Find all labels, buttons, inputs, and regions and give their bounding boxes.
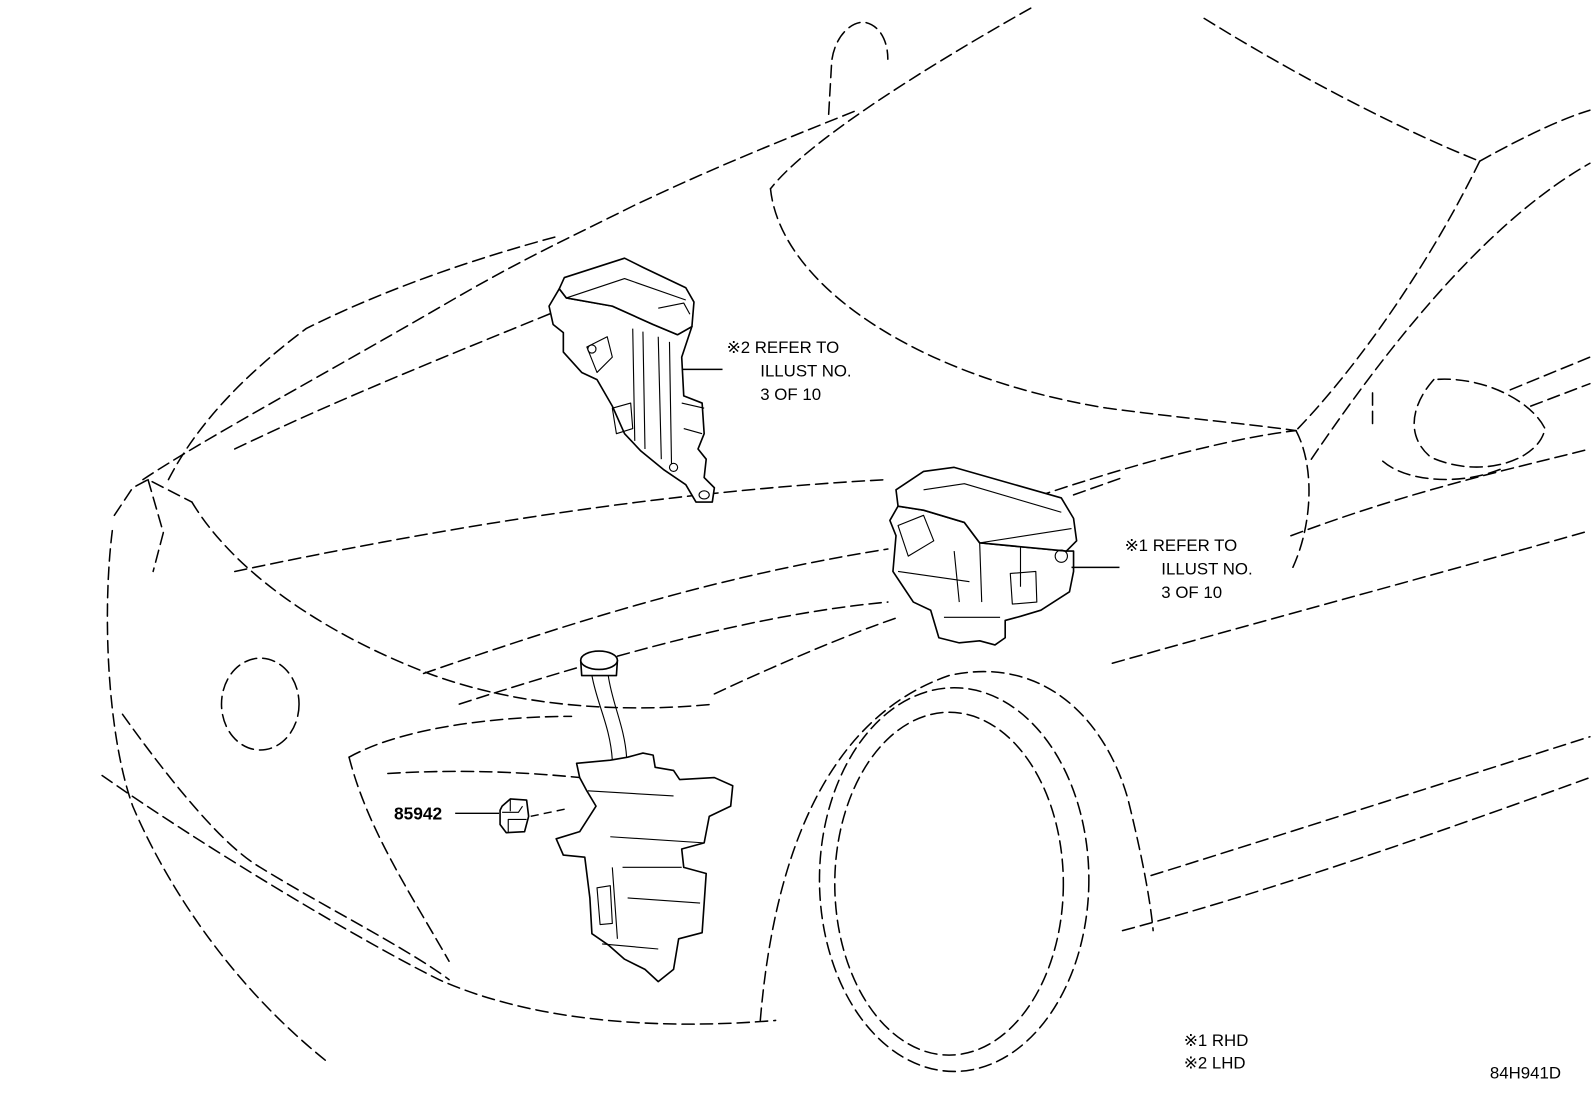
fuse-box-lhd-bracket xyxy=(586,336,705,435)
fuse-box-lhd-ribs xyxy=(632,328,673,465)
belt-line xyxy=(1111,529,1591,665)
fender-arch-outer xyxy=(759,670,1154,1022)
headlight-left-lower xyxy=(147,478,165,573)
fog-light-outline xyxy=(220,657,300,751)
legend-note-lhd: ※2 LHD xyxy=(1184,1053,1246,1072)
lower-bumper-line xyxy=(101,774,777,1025)
fuse-box-lhd-bolt-hole xyxy=(668,462,679,472)
fender-shoulder-line xyxy=(1290,448,1591,537)
front-bumper-edge xyxy=(106,529,328,1063)
hood-seam-lower xyxy=(458,601,889,705)
headlight-inner-line xyxy=(387,770,654,787)
windshield-bottom-edge xyxy=(769,188,1297,432)
callout-lhd-line2: ILLUST NO. xyxy=(760,362,851,381)
tire-inner xyxy=(834,711,1065,1056)
rocker-line xyxy=(1121,776,1591,932)
hood-fender-seam xyxy=(713,616,899,695)
part-number-label: 85942 xyxy=(394,803,442,823)
tire-outer xyxy=(818,687,1090,1073)
fuse-box-rhd xyxy=(889,466,1078,646)
hood-front-edge xyxy=(191,501,716,709)
side-skirt-line xyxy=(1150,735,1591,877)
vehicle-outline xyxy=(101,7,1591,1073)
a-pillar-right xyxy=(1295,160,1481,432)
callout-lhd: ※2 REFER TO ILLUST NO. 3 OF 10 xyxy=(727,338,852,404)
fender-top-line xyxy=(1019,429,1297,503)
roof-right-line xyxy=(1478,109,1591,162)
leader-line-85942-to-tank xyxy=(530,807,570,818)
part-85942-connector xyxy=(499,798,530,834)
hood-rear-line xyxy=(233,310,557,450)
grille-side-line xyxy=(121,713,450,981)
fuse-box-rhd-connector xyxy=(897,514,1038,618)
washer-tank-neck xyxy=(591,675,628,761)
callout-lhd-line3: 3 OF 10 xyxy=(760,385,821,404)
callout-lhd-line1: ※2 REFER TO xyxy=(727,338,840,357)
headlight-top-line xyxy=(348,715,573,758)
left-mirror-outline xyxy=(827,21,889,116)
hood-fender-join xyxy=(1072,476,1124,496)
headlight-lower-line xyxy=(348,756,450,963)
fuse-box-rhd-lid xyxy=(895,466,1078,552)
fuse-box-lhd xyxy=(548,257,716,503)
right-mirror-base xyxy=(1381,460,1501,481)
fuse-box-lhd-ridge xyxy=(566,278,691,315)
hood-top-edge xyxy=(142,109,858,481)
windshield-left-edge xyxy=(769,7,1032,190)
side-window-line-lower xyxy=(1529,382,1591,407)
side-window-line xyxy=(1509,356,1591,391)
fuse-box-lhd-lid xyxy=(558,257,695,336)
fuse-box-rhd-ridge xyxy=(923,483,1072,544)
hood-upper-line xyxy=(167,235,557,481)
fuse-box-lhd-mount-hole xyxy=(698,490,710,500)
callout-rhd-line3: 3 OF 10 xyxy=(1161,583,1222,602)
legend-note-rhd: ※1 RHD xyxy=(1184,1031,1249,1050)
right-mirror-outline xyxy=(1413,378,1546,468)
washer-tank xyxy=(555,650,734,983)
connector-details xyxy=(502,798,527,833)
fuse-box-rhd-clip xyxy=(1054,549,1068,563)
hood-seam-upper xyxy=(422,548,889,675)
roof-edge-line xyxy=(1203,17,1481,162)
a-pillar-inner xyxy=(1310,162,1591,460)
illustration-code: 84H941D xyxy=(1490,1064,1561,1083)
legend: ※1 RHD ※2 LHD xyxy=(1184,1031,1249,1072)
hood-mid-line xyxy=(233,478,889,573)
callout-rhd: ※1 REFER TO ILLUST NO. 3 OF 10 xyxy=(1125,536,1253,602)
headlight-left-corner xyxy=(113,478,193,517)
callout-rhd-line1: ※1 REFER TO xyxy=(1125,536,1238,555)
callout-rhd-line2: ILLUST NO. xyxy=(1161,560,1252,579)
fuse-box-rhd-ribs xyxy=(897,542,1022,603)
connector-body xyxy=(499,798,530,834)
fuse-box-lhd-clip xyxy=(587,344,597,354)
cowl-line xyxy=(1290,429,1310,573)
washer-tank-details xyxy=(587,790,705,950)
washer-tank-cap xyxy=(579,650,619,671)
